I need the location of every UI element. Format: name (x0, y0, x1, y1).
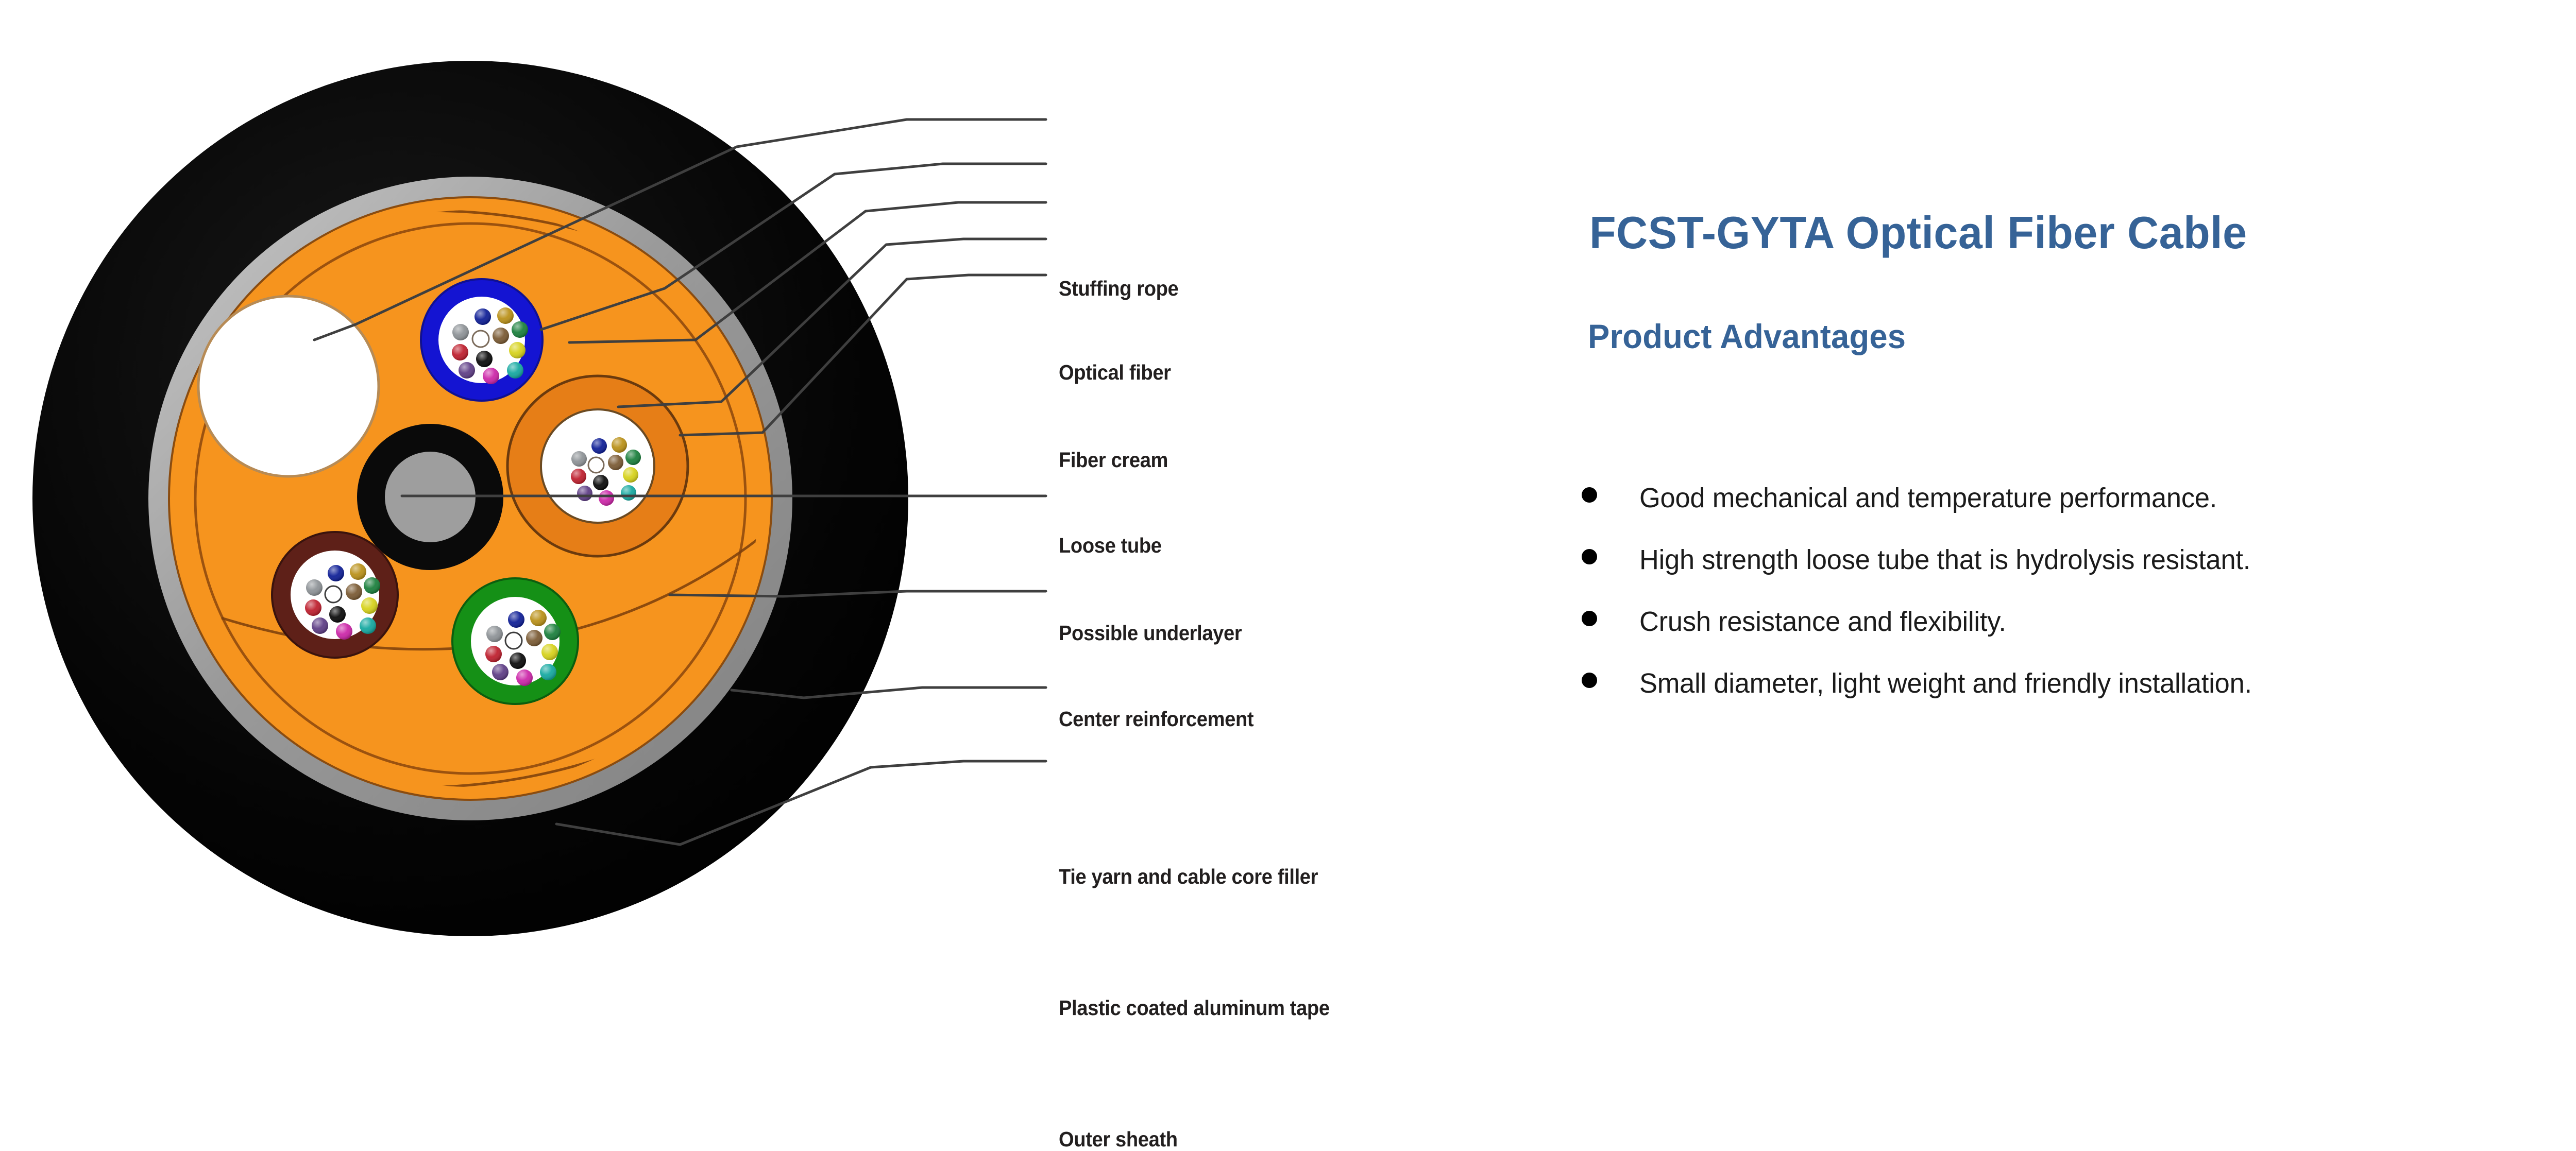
leader-line-possible-underlayer (679, 273, 1047, 437)
bullet-icon (1582, 549, 1597, 564)
loose-tube-brown (271, 531, 399, 659)
product-advantages-list: Good mechanical and temperature performa… (1571, 484, 2576, 731)
advantage-item: Small diameter, light weight and friendl… (1571, 669, 2576, 731)
callout-label-optical-fiber: Optical fiber (1059, 360, 1171, 384)
callout-label-stuffing-rope: Stuffing rope (1059, 276, 1179, 300)
callout-label-loose-tube: Loose tube (1059, 534, 1162, 558)
loose-tube-orange (506, 374, 689, 558)
leader-line-aluminum-tape (730, 686, 1047, 699)
fiber-bundle-blue-tube (452, 307, 528, 384)
callout-label-fiber-cream: Fiber cream (1059, 448, 1168, 472)
fiber-bundle-orange-tube (571, 437, 641, 506)
bullet-icon (1582, 487, 1597, 503)
leader-line-loose-tube (617, 237, 1047, 408)
leader-line-optical-fiber (539, 162, 1047, 331)
stuffing-rope (197, 295, 380, 478)
leader-line-stuffing-rope (313, 118, 1047, 341)
advantage-text: Good mechanical and temperature performa… (1639, 483, 2217, 513)
fiber-bundle-green-tube (485, 610, 561, 686)
loose-tube-blue (420, 278, 544, 402)
possible-underlayer-ring (194, 222, 747, 775)
leader-line-fiber-cream (568, 201, 1047, 344)
advantage-text: High strength loose tube that is hydroly… (1639, 544, 2251, 575)
loose-tube-green (451, 577, 579, 705)
product-info-panel: FCST-GYTA Optical Fiber Cable Product Ad… (1551, 0, 2576, 985)
callout-label-center-reinforcement: Center reinforcement (1059, 707, 1254, 731)
advantage-text: Small diameter, light weight and friendl… (1639, 668, 2252, 699)
callout-label-possible-underlayer: Possible underlayer (1059, 621, 1242, 645)
callout-label-tie-yarn-filler: Tie yarn and cable core filler (1059, 865, 1318, 889)
leader-line-outer-sheath (555, 760, 1047, 846)
callout-label-outer-sheath: Outer sheath (1059, 1127, 1178, 1151)
fiber-bundle-brown-tube (305, 563, 380, 640)
advantage-text: Crush resistance and flexibility. (1639, 606, 2006, 637)
bullet-icon (1582, 673, 1597, 688)
section-heading-product-advantages: Product Advantages (1588, 317, 1906, 355)
bullet-icon (1582, 611, 1597, 626)
page-title: FCST-GYTA Optical Fiber Cable (1589, 207, 2247, 258)
advantage-item: High strength loose tube that is hydroly… (1571, 546, 2576, 608)
leader-line-tie-yarn-filler (668, 590, 1047, 598)
callout-label-aluminum-tape: Plastic coated aluminum tape (1059, 996, 1330, 1020)
cable-cross-section-svg (32, 61, 1047, 936)
advantage-item: Good mechanical and temperature performa… (1571, 484, 2576, 546)
callout-leader-lines (313, 118, 1047, 846)
advantage-item: Crush resistance and flexibility. (1571, 608, 2576, 669)
